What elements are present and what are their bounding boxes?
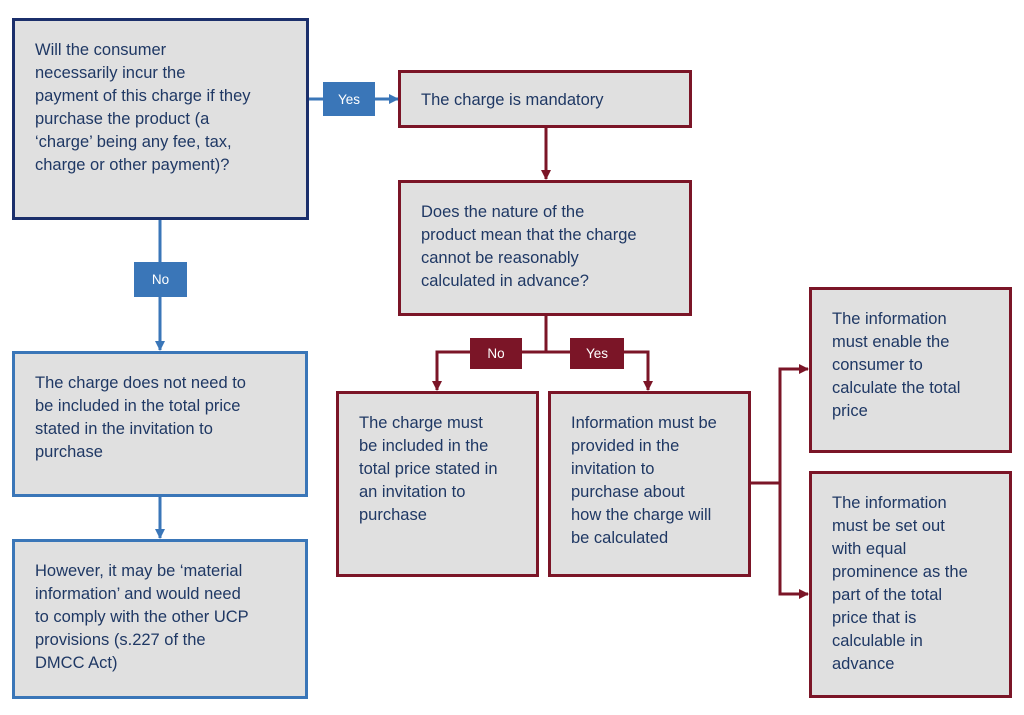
mandatory-box: The charge is mandatory bbox=[398, 70, 692, 128]
arrow-to-equal-prominence bbox=[778, 483, 809, 599]
question-incur-box: Will the consumer necessarily incur the … bbox=[12, 18, 309, 220]
nature-question-box: Does the nature of the product mean that… bbox=[398, 180, 692, 316]
label-yes-top: Yes bbox=[323, 82, 375, 116]
info-provided-box: Information must be provided in the invi… bbox=[548, 391, 751, 577]
not-included-box: The charge does not need to be included … bbox=[12, 351, 308, 497]
label-yes-mid: Yes bbox=[570, 338, 624, 369]
arrow-to-enable-calc bbox=[778, 364, 809, 483]
material-info-box: However, it may be ‘material information… bbox=[12, 539, 308, 699]
label-no-left: No bbox=[134, 262, 187, 297]
label-no-mid: No bbox=[470, 338, 522, 369]
must-include-box: The charge must be included in the total… bbox=[336, 391, 539, 577]
enable-calc-box: The information must enable the consumer… bbox=[809, 287, 1012, 453]
equal-prominence-box: The information must be set out with equ… bbox=[809, 471, 1012, 698]
